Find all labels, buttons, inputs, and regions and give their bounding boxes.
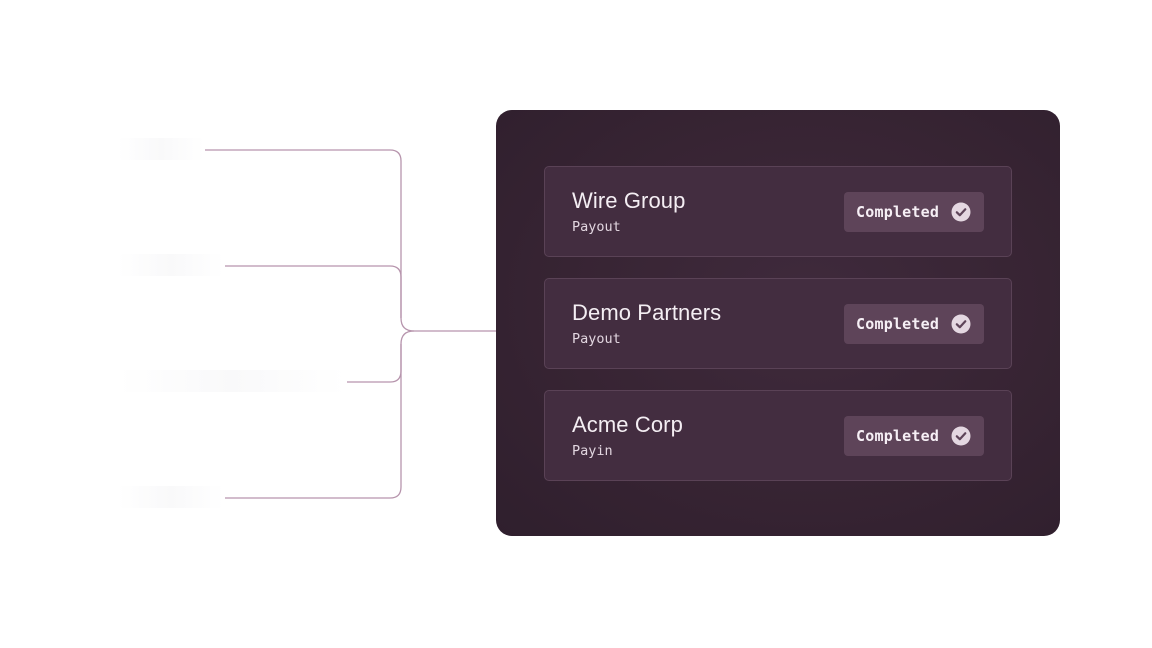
transaction-type: Payin [572, 443, 613, 459]
check-circle-icon [951, 426, 971, 446]
transaction-card-acme-corp[interactable]: Acme Corp Payin Completed [544, 390, 1012, 481]
status-badge: Completed [844, 192, 984, 232]
transaction-card-wire-group[interactable]: Wire Group Payout Completed [544, 166, 1012, 257]
status-label: Completed [856, 315, 940, 333]
faint-source-label-1 [118, 138, 204, 160]
transaction-type: Payout [572, 331, 621, 347]
faint-source-label-2 [118, 254, 224, 276]
transaction-type: Payout [572, 219, 621, 235]
transaction-name: Wire Group [572, 188, 686, 213]
status-label: Completed [856, 427, 940, 445]
status-label: Completed [856, 203, 940, 221]
check-circle-icon [951, 202, 971, 222]
transaction-card-demo-partners[interactable]: Demo Partners Payout Completed [544, 278, 1012, 369]
status-badge: Completed [844, 416, 984, 456]
faint-source-label-3 [118, 370, 346, 392]
transaction-name: Acme Corp [572, 412, 683, 437]
connector-line-2 [225, 265, 402, 318]
faint-source-label-4 [118, 486, 224, 508]
connector-line-1 [205, 149, 415, 332]
check-circle-icon [951, 314, 971, 334]
connector-line-4 [225, 344, 402, 499]
connector-line-3 [347, 330, 415, 383]
transactions-panel: Wire Group Payout Completed Demo Partner… [496, 110, 1060, 536]
transaction-name: Demo Partners [572, 300, 722, 325]
status-badge: Completed [844, 304, 984, 344]
